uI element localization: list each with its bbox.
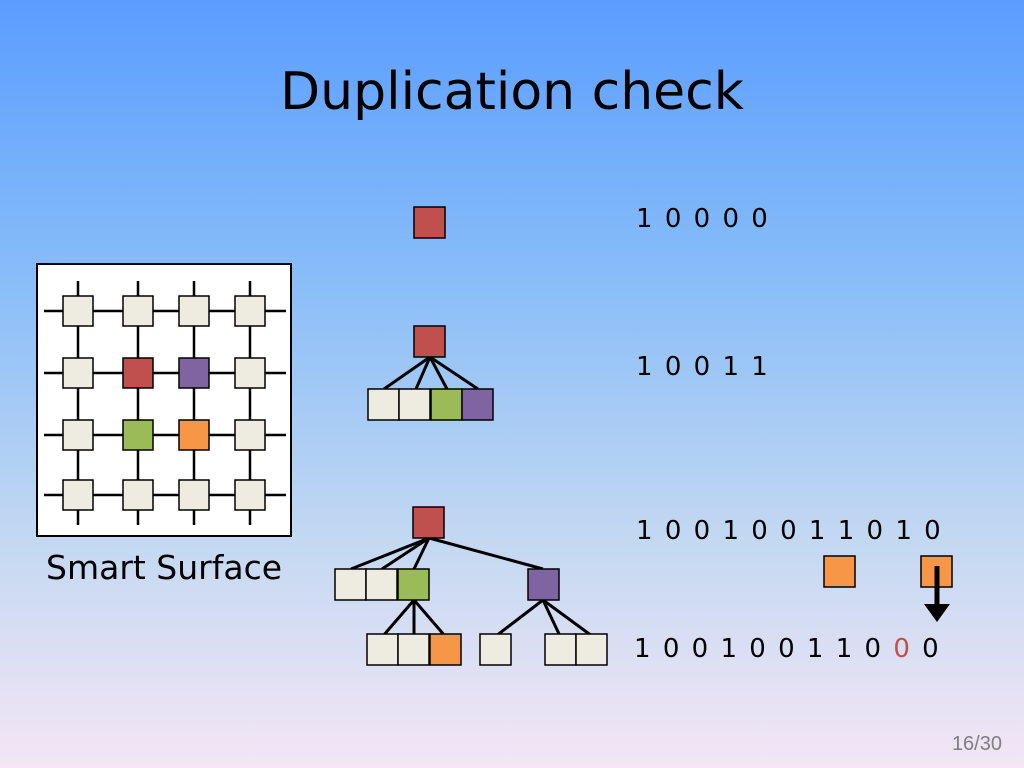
- bit-row-2: 1 0 0 1 1: [636, 352, 770, 382]
- tile: [430, 388, 463, 421]
- bit: 0: [664, 204, 684, 234]
- tree-edge: [383, 355, 431, 391]
- bit: 0: [693, 352, 713, 382]
- smart-surface-svg: [44, 281, 286, 525]
- bit: 0: [864, 634, 884, 664]
- tree-edge: [412, 537, 431, 570]
- bit: 1: [808, 516, 828, 546]
- surface-tile: [122, 357, 154, 389]
- tree-edge: [381, 599, 416, 637]
- tree-edge: [428, 536, 544, 571]
- bit-row-4: 1 0 0 1 0 0 1 1 0 0 0: [634, 634, 941, 664]
- bit: 0: [693, 204, 713, 234]
- tile: [366, 633, 399, 666]
- tree-edge: [412, 599, 447, 637]
- bit-row-3: 1 0 0 1 0 0 1 1 0 1 0: [636, 516, 943, 546]
- tree-edge: [350, 536, 430, 571]
- tile: [334, 568, 367, 601]
- surface-tile: [234, 295, 266, 327]
- root-tile: [412, 506, 445, 539]
- root-tile: [413, 206, 446, 239]
- surface-tile: [122, 419, 154, 451]
- bit: 0: [922, 634, 941, 664]
- bit: 1: [720, 634, 739, 664]
- bit: 1: [837, 516, 857, 546]
- bit-row-1: 1 0 0 0 0: [636, 204, 770, 234]
- bit: 0: [866, 516, 886, 546]
- tree-edge: [414, 356, 432, 390]
- bit: 0: [749, 634, 768, 664]
- bit: 1: [636, 352, 655, 382]
- tree-edge: [381, 536, 430, 571]
- tile: [397, 633, 430, 666]
- surface-tile: [234, 479, 266, 511]
- tree-edge: [495, 598, 544, 638]
- bit: 0: [751, 516, 770, 546]
- bit: 0: [751, 204, 770, 234]
- tile: [527, 568, 560, 601]
- surface-tile: [234, 419, 266, 451]
- surface-tile: [178, 295, 210, 327]
- bit: 0: [664, 516, 684, 546]
- smart-surface-grid: [36, 263, 292, 537]
- bit: 1: [636, 516, 655, 546]
- tile: [479, 633, 512, 666]
- bit: 1: [722, 516, 741, 546]
- bit: 1: [835, 634, 855, 664]
- tile: [367, 388, 400, 421]
- tree-edge: [542, 598, 593, 638]
- bit: 0: [778, 634, 797, 664]
- surface-tile: [62, 419, 94, 451]
- bit: 0: [924, 516, 943, 546]
- bit: 1: [751, 352, 770, 382]
- slide-title: Duplication check: [280, 62, 744, 122]
- tile: [397, 568, 430, 601]
- tree-edge: [428, 356, 449, 390]
- tile: [429, 633, 462, 666]
- surface-tile: [178, 419, 210, 451]
- surface-tile: [62, 295, 94, 327]
- root-tile: [413, 325, 446, 358]
- surface-tile: [122, 295, 154, 327]
- tree-edge: [429, 355, 479, 391]
- surface-tile: [62, 357, 94, 389]
- tree-edge: [541, 599, 562, 637]
- surface-tile: [178, 479, 210, 511]
- tile: [544, 633, 577, 666]
- bit: 0: [691, 634, 711, 664]
- bit: 1: [806, 634, 826, 664]
- bit: 0: [664, 352, 684, 382]
- page-number: 16/30: [951, 733, 1002, 755]
- bit: 0: [722, 204, 741, 234]
- tile: [398, 388, 431, 421]
- surface-tile: [62, 479, 94, 511]
- bit: 1: [634, 634, 653, 664]
- bit: 0: [662, 634, 682, 664]
- orange-indicator: [823, 555, 856, 588]
- bit: 1: [722, 352, 741, 382]
- bit: 0: [780, 516, 799, 546]
- tile: [365, 568, 398, 601]
- bit: 0: [893, 634, 912, 664]
- surface-tile: [178, 357, 210, 389]
- arrow-head: [924, 604, 950, 622]
- surface-tile: [234, 357, 266, 389]
- bit: 0: [693, 516, 713, 546]
- surface-tile: [122, 479, 154, 511]
- smart-surface-label: Smart Surface: [46, 548, 283, 587]
- bit: 1: [636, 204, 655, 234]
- bit: 1: [895, 516, 914, 546]
- tile: [575, 633, 608, 666]
- tile: [461, 388, 494, 421]
